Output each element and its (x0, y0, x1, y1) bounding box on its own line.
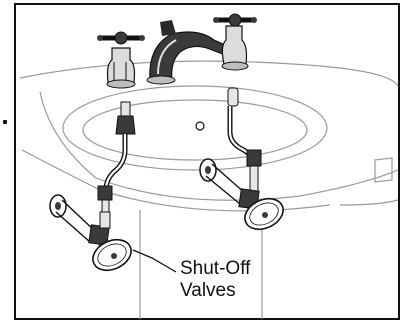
left-faucet-handle (97, 31, 145, 89)
margin-dot (3, 120, 7, 124)
shutoff-valves-label: Shut-Off Valves (180, 258, 250, 302)
pedestal-sink (19, 60, 399, 319)
label-line2: Valves (180, 280, 236, 301)
drain-hole (195, 121, 205, 131)
callout-leader-line (132, 249, 177, 273)
left-shutoff-valve (49, 194, 132, 272)
left-supply-line (97, 101, 136, 217)
label-line1: Shut-Off (180, 258, 251, 279)
right-supply-line (227, 87, 262, 193)
right-faucet-handle (213, 13, 257, 71)
faucet-spout (146, 20, 233, 85)
right-shutoff-valve (199, 158, 284, 231)
